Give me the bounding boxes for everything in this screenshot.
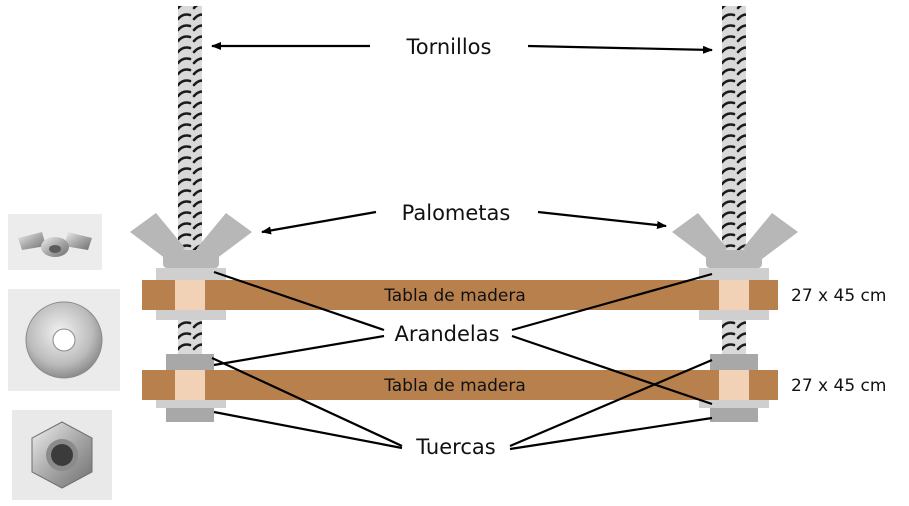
washers-label: Arandelas [394,322,499,346]
bottom-board-label: Tabla de madera [383,376,526,396]
left-screw [178,6,202,410]
washer-photo [8,289,120,391]
wingnuts-label: Palometas [402,201,511,225]
left-mid-washer-1 [156,310,226,320]
washer-lines [213,270,713,406]
left-bottom-nut [166,408,214,422]
right-wingnut [672,213,798,268]
right-screw [722,6,746,410]
nut-lines [211,357,713,451]
left-mid-nut [166,354,214,370]
right-top-washer [699,268,769,280]
wingnut-arrows [261,210,667,235]
top-board: Tabla de madera [142,280,778,310]
screw-arrows [211,42,713,54]
right-bottom-washer [699,400,769,408]
right-mid-washer-1 [699,310,769,320]
left-wingnut [130,213,252,268]
left-top-washer [156,268,226,280]
wingnut-photo [8,214,102,270]
hex-nut-photo [12,410,112,500]
bottom-board: Tabla de madera [142,370,778,400]
top-board-size: 27 x 45 cm [791,286,886,306]
right-bottom-nut [710,408,758,422]
right-mid-nut [710,354,758,370]
top-board-label: Tabla de madera [383,286,526,306]
screws-label: Tornillos [406,35,492,59]
bottom-board-size: 27 x 45 cm [791,376,886,396]
left-bottom-washer [156,400,226,408]
nuts-label: Tuercas [415,435,495,459]
